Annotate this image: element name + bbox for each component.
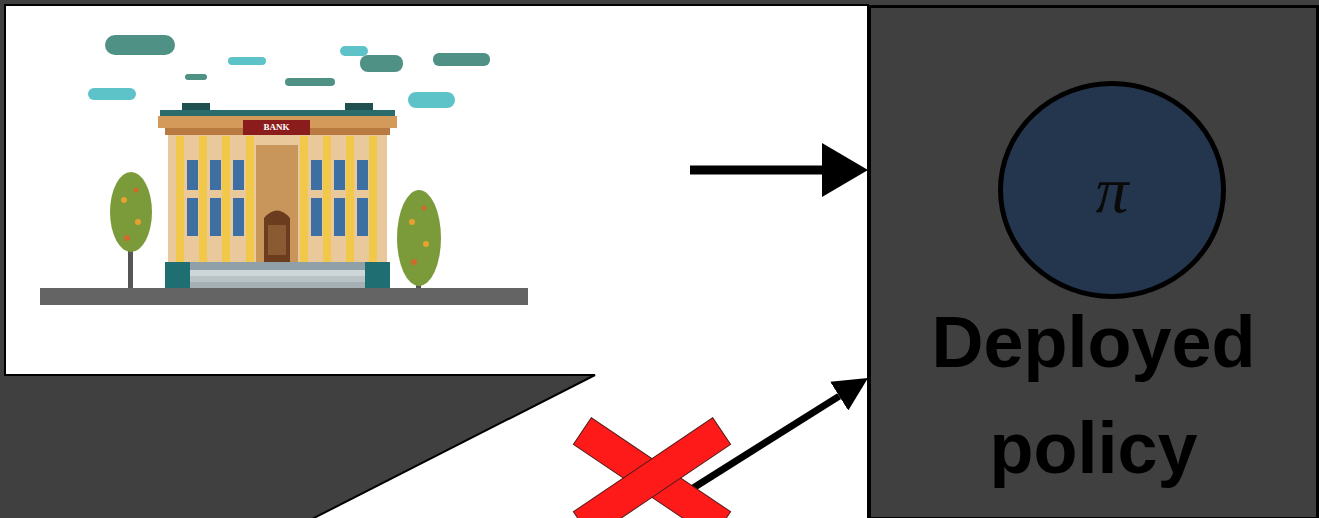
column bbox=[222, 136, 230, 262]
text-area: BANK bbox=[243, 120, 310, 135]
window bbox=[357, 198, 368, 236]
door-panel bbox=[268, 225, 286, 255]
fruit bbox=[423, 241, 429, 247]
column bbox=[246, 136, 254, 262]
policy-circle: π bbox=[997, 80, 1227, 300]
sign-text: BANK bbox=[263, 120, 289, 135]
cloud bbox=[285, 78, 335, 86]
window bbox=[357, 160, 368, 190]
window bbox=[187, 160, 198, 190]
clouds bbox=[88, 35, 490, 108]
cross-bar bbox=[573, 418, 730, 518]
circle-shape bbox=[1001, 84, 1224, 297]
entrance-wall bbox=[256, 145, 298, 262]
cloud bbox=[88, 88, 136, 100]
window bbox=[233, 198, 244, 236]
ground bbox=[40, 288, 528, 305]
facade bbox=[168, 135, 387, 263]
column bbox=[369, 136, 377, 262]
text-area: π bbox=[1005, 88, 1219, 292]
cloud bbox=[105, 35, 175, 55]
tree-crown bbox=[397, 190, 441, 286]
window bbox=[311, 198, 322, 236]
window bbox=[187, 198, 198, 236]
window bbox=[334, 160, 345, 190]
bank-callout: BANK bbox=[5, 5, 690, 490]
policy-symbol: π bbox=[1095, 150, 1128, 230]
fruit bbox=[135, 219, 141, 225]
fruit bbox=[134, 188, 139, 193]
cloud bbox=[433, 53, 490, 66]
column bbox=[300, 136, 308, 262]
policy-panel: Deployed policy π bbox=[868, 5, 1319, 518]
cloud bbox=[340, 46, 368, 56]
fruit bbox=[422, 206, 427, 211]
tree-crown bbox=[110, 172, 152, 252]
step bbox=[190, 270, 365, 276]
roof bbox=[160, 110, 395, 116]
column bbox=[323, 136, 331, 262]
door bbox=[264, 211, 290, 263]
window bbox=[210, 198, 221, 236]
window bbox=[210, 160, 221, 190]
base bbox=[175, 262, 380, 270]
column bbox=[176, 136, 184, 262]
callout-area bbox=[5, 5, 868, 518]
text-area: Deployed policy bbox=[871, 287, 1316, 502]
cloud bbox=[185, 74, 207, 80]
cloud bbox=[360, 55, 403, 72]
cloud bbox=[408, 92, 455, 108]
flow-arrow bbox=[690, 166, 822, 175]
tree bbox=[110, 172, 152, 288]
column bbox=[346, 136, 354, 262]
bank-sign bbox=[243, 120, 310, 135]
step bbox=[190, 282, 365, 288]
fruit bbox=[409, 219, 415, 225]
bank-building bbox=[158, 103, 397, 288]
panel-title: Deployed policy bbox=[871, 289, 1316, 501]
fruit bbox=[411, 259, 417, 265]
cross-mark bbox=[573, 418, 730, 518]
cross-bar bbox=[573, 418, 730, 518]
fruit bbox=[121, 197, 127, 203]
column bbox=[199, 136, 207, 262]
window bbox=[233, 160, 244, 190]
window bbox=[311, 160, 322, 190]
cloud bbox=[228, 57, 266, 65]
window bbox=[334, 198, 345, 236]
fruit bbox=[124, 235, 130, 241]
base-block bbox=[365, 262, 390, 288]
tree bbox=[397, 190, 441, 288]
step bbox=[190, 276, 365, 282]
base-block bbox=[165, 262, 190, 288]
